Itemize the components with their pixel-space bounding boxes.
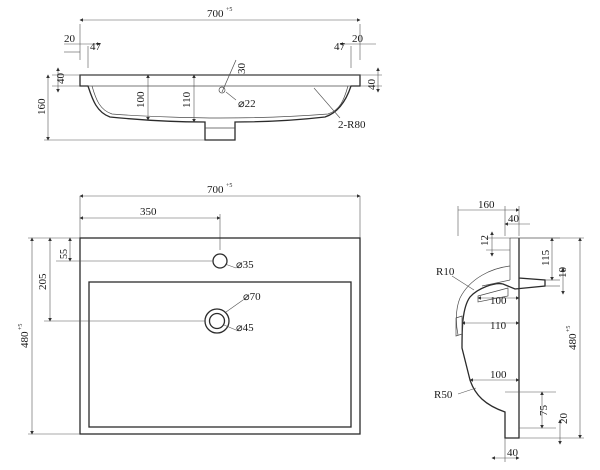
hole-22-label: ⌀22 [238,98,256,110]
depth-110-label: 110 [181,91,193,108]
depth-100-label: 100 [135,91,147,108]
basin-outer-rim [79,237,361,435]
plan-55-label: 55 [59,249,70,259]
side-40-top-label: 40 [508,213,520,225]
side-20-label: 20 [558,413,570,425]
plan-205-label: 205 [37,273,49,290]
basin-side-outline [461,238,546,439]
side-40-bottom-label: 40 [507,447,519,459]
tap-hole [212,253,228,269]
side-115-label: 115 [540,249,552,266]
side-480-label: 480 [567,333,579,350]
center-350-label: 350 [140,206,157,218]
plan-width-label: 700 [207,184,224,196]
drain-inner [208,312,226,330]
plan-480-label: 480 [19,331,31,348]
left-160-label: 160 [36,98,48,115]
right-47-label: 47 [334,41,346,53]
right-40-label: 40 [366,79,378,91]
angle-30-label: 30 [236,63,248,75]
side-100-b-label: 100 [490,369,507,381]
basin-front-outline [79,74,361,141]
side-r50-label: R50 [434,389,453,401]
side-75-label: 75 [538,405,550,417]
radius-r80-label: 2-R80 [338,119,366,131]
left-47-label: 47 [90,41,102,53]
top-width-label: 700 [207,8,224,20]
tap-hole-label: ⌀35 [236,259,254,271]
side-480-tolerance: +5 [566,326,572,332]
side-100-a-label: 100 [490,295,507,307]
front-elevation-view: 700 +5 20 47 47 20 40 160 40 100 [36,7,382,141]
side-160-label: 160 [478,199,495,211]
left-40-label: 40 [55,73,67,85]
basin-inner-bowl [88,281,352,428]
side-110-label: 110 [490,320,507,332]
plan-view: 700 +5 350 ⌀35 ⌀70 ⌀45 55 205 480 +5 [18,183,361,435]
side-section-view: 160 40 12 115 10 R10 100 110 [434,199,584,462]
top-width-tolerance: +5 [226,7,232,13]
drain-70-label: ⌀70 [243,291,261,303]
side-12-label: 12 [479,235,491,246]
drain-outer [204,308,230,334]
side-r10-label: R10 [436,266,455,278]
plan-480-tolerance: +5 [18,324,24,330]
side-10-label: 10 [557,267,569,279]
drain-45-label: ⌀45 [236,322,254,334]
left-20-label: 20 [64,33,76,45]
right-20-label: 20 [352,33,364,45]
plan-width-tolerance: +5 [226,183,232,189]
